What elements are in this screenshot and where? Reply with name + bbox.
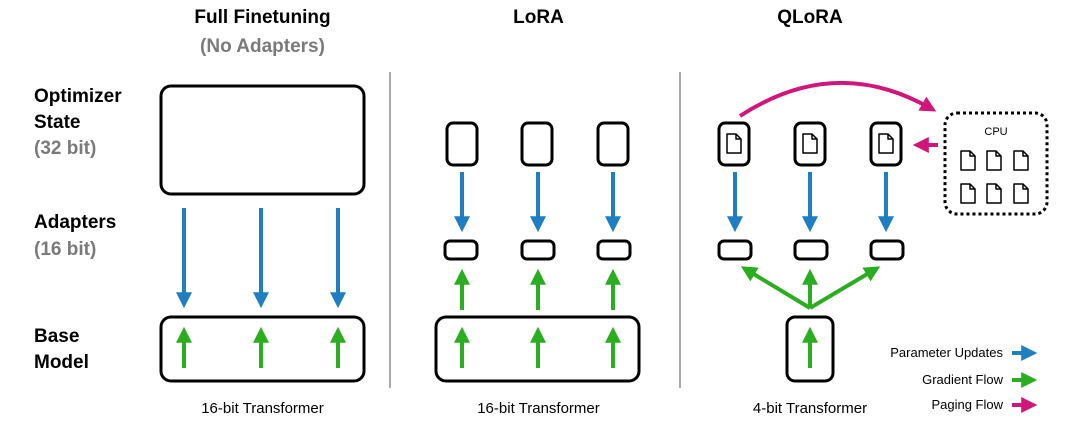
optimizer-state-box xyxy=(520,121,554,167)
gradient-arrow xyxy=(808,266,881,310)
adapter-box xyxy=(869,239,905,261)
full-finetuning-title: Full Finetuning xyxy=(194,7,331,28)
full-finetuning-subtitle: (No Adapters) xyxy=(200,36,325,57)
adapter-box xyxy=(520,239,556,261)
optimizer-row-precision: (32 bit) xyxy=(34,138,97,159)
full-ft-optimizer-state-box xyxy=(159,84,366,196)
document-icon xyxy=(1013,150,1029,171)
qlora-optimizer-states xyxy=(717,121,903,167)
legend-parameter-updates-label: Parameter Updates xyxy=(890,345,1003,360)
document-icon xyxy=(726,133,742,154)
document-icon xyxy=(1013,183,1029,204)
qlora-adapters xyxy=(717,239,905,261)
lora-update-arrows xyxy=(454,172,621,233)
qlora-gradient-arrows xyxy=(740,266,881,368)
lora-adapters xyxy=(443,239,632,261)
adapter-box xyxy=(596,239,632,261)
adapter-box xyxy=(717,239,753,261)
document-icon xyxy=(878,133,894,154)
optimizer-row-label-line1: Optimizer xyxy=(34,86,122,107)
cpu-label: CPU xyxy=(984,126,1008,138)
adapters-row-precision: (16 bit) xyxy=(34,239,97,260)
lora-gradient-arrows xyxy=(454,268,621,368)
legend-gradient-flow-label: Gradient Flow xyxy=(922,372,1003,387)
document-icon xyxy=(802,133,818,154)
optimizer-state-box xyxy=(445,121,479,167)
legend-paging-flow-label: Paging Flow xyxy=(931,397,1003,412)
base-row-label-line1: Base xyxy=(34,326,80,347)
adapters-row-label: Adapters xyxy=(34,212,117,233)
optimizer-state-box xyxy=(596,121,630,167)
document-icon xyxy=(960,183,976,204)
adapter-box xyxy=(793,239,829,261)
base-row-label-line2: Model xyxy=(34,352,89,373)
full-finetuning-caption: 16-bit Transformer xyxy=(201,400,324,417)
full-ft-gradient-arrows xyxy=(176,326,346,368)
gradient-arrow xyxy=(740,266,812,310)
adapter-box xyxy=(443,239,479,261)
qlora-caption: 4-bit Transformer xyxy=(752,400,868,417)
qlora-update-arrows xyxy=(727,172,894,233)
lora-optimizer-states xyxy=(445,121,630,167)
lora-caption: 16-bit Transformer xyxy=(477,400,600,417)
optimizer-row-label-line2: State xyxy=(34,112,81,133)
document-icon xyxy=(960,150,976,171)
document-icon xyxy=(986,150,1002,171)
paging-arrow-to-cpu xyxy=(738,80,937,118)
full-ft-update-arrows xyxy=(176,208,346,309)
document-icon xyxy=(986,183,1002,204)
lora-title: LoRA xyxy=(513,7,564,28)
qlora-title: QLoRA xyxy=(777,7,843,28)
